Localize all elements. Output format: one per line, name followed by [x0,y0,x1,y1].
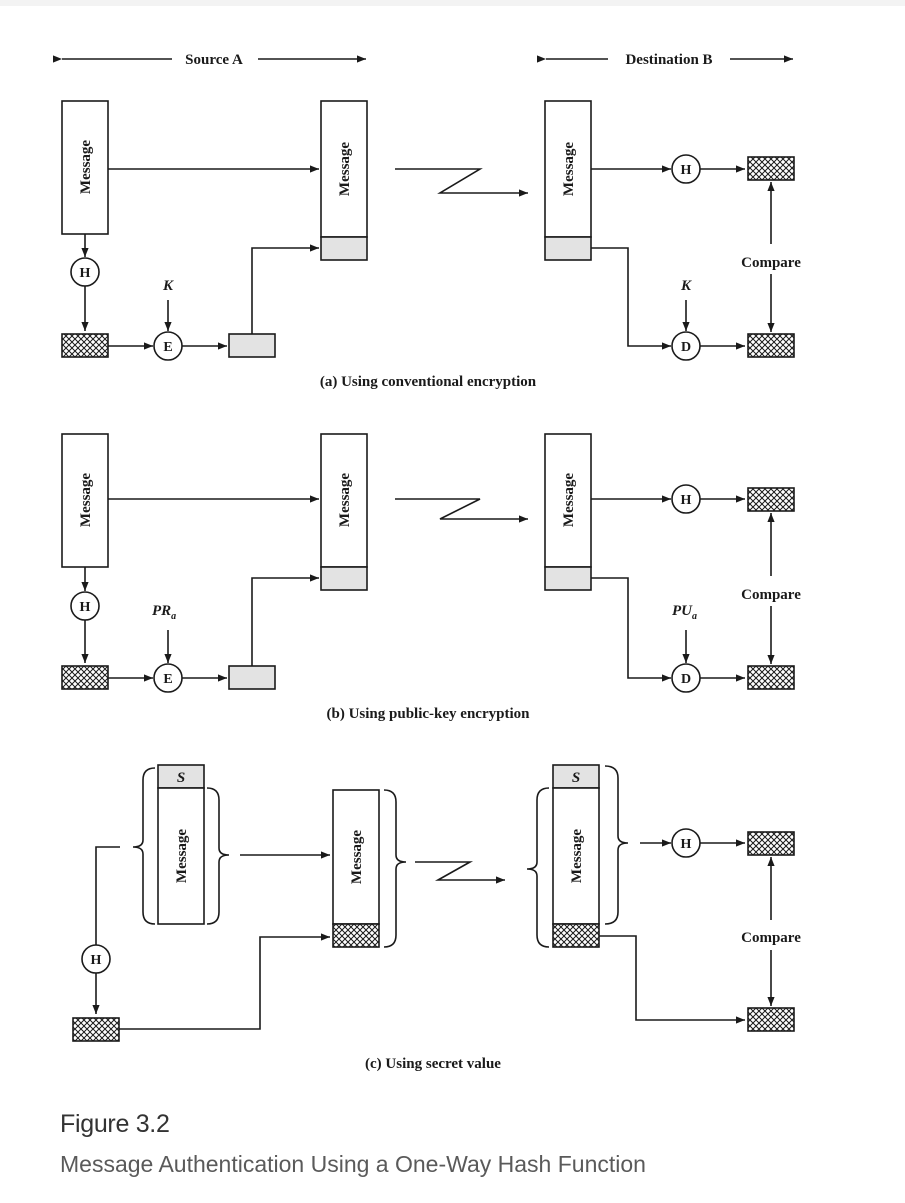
public-key-label: PUa [672,603,697,622]
b-received-tag-box [544,566,592,591]
source-a-header: Source A [185,52,243,68]
figure-number: Figure 3.2 [60,1110,170,1138]
secret-value-label: S [177,770,185,786]
a-encrypted-hash-box [228,333,276,358]
c-received-hash-box [552,923,600,948]
decrypt-symbol: D [681,340,691,355]
b-decrypted-hash-box [747,665,795,690]
caption-a: (a) Using conventional encryption [320,374,537,390]
a-computed-hash-box [747,156,795,181]
message-label: Message [561,473,577,527]
hash-symbol: H [80,600,91,615]
figure-caption: Message Authentication Using a One-Way H… [60,1151,646,1177]
a-hash-value-box [61,333,109,358]
top-border-strip [0,0,905,6]
c-received-hash-value-box [747,1007,795,1032]
encrypt-symbol: E [163,672,172,687]
message-label: Message [174,829,190,883]
message-label: Message [78,473,94,527]
compare-label: Compare [741,587,801,603]
b-source-message-box [61,433,109,568]
c-source-message-box [157,787,205,925]
message-label: Message [337,473,353,527]
message-label: Message [569,829,585,883]
b-sent-tag-box [320,566,368,591]
destination-b-header: Destination B [625,52,712,68]
compare-label: Compare [741,255,801,271]
decrypt-symbol: D [681,672,691,687]
hash-symbol: H [91,953,102,968]
b-received-message-box [544,433,592,568]
c-computed-hash-box [747,831,795,856]
secret-value-label: S [572,770,580,786]
b-computed-hash-box [747,487,795,512]
a-sent-tag-box [320,236,368,261]
a-source-message-box [61,100,109,235]
hash-symbol: H [681,837,692,852]
key-k-label: K [680,278,692,294]
message-label: Message [349,830,365,884]
a-received-tag-box [544,236,592,261]
message-label: Message [561,142,577,196]
c-hash-value-box [72,1017,120,1042]
hash-authentication-diagram: Source A Destination B Message Message M… [53,52,801,1072]
caption-c: (c) Using secret value [365,1056,501,1072]
hash-symbol: H [681,163,692,178]
caption-b: (b) Using public-key encryption [327,706,531,722]
b-sent-message-box [320,433,368,568]
encrypt-symbol: E [163,340,172,355]
c-sent-hash-box [332,923,380,948]
b-hash-value-box [61,665,109,690]
private-key-label: PRa [152,603,176,622]
a-decrypted-hash-box [747,333,795,358]
message-label: Message [78,140,94,194]
b-encrypted-hash-box [228,665,276,690]
key-k-label: K [162,278,174,294]
compare-label: Compare [741,930,801,946]
hash-symbol: H [80,266,91,281]
hash-symbol: H [681,493,692,508]
message-label: Message [337,142,353,196]
